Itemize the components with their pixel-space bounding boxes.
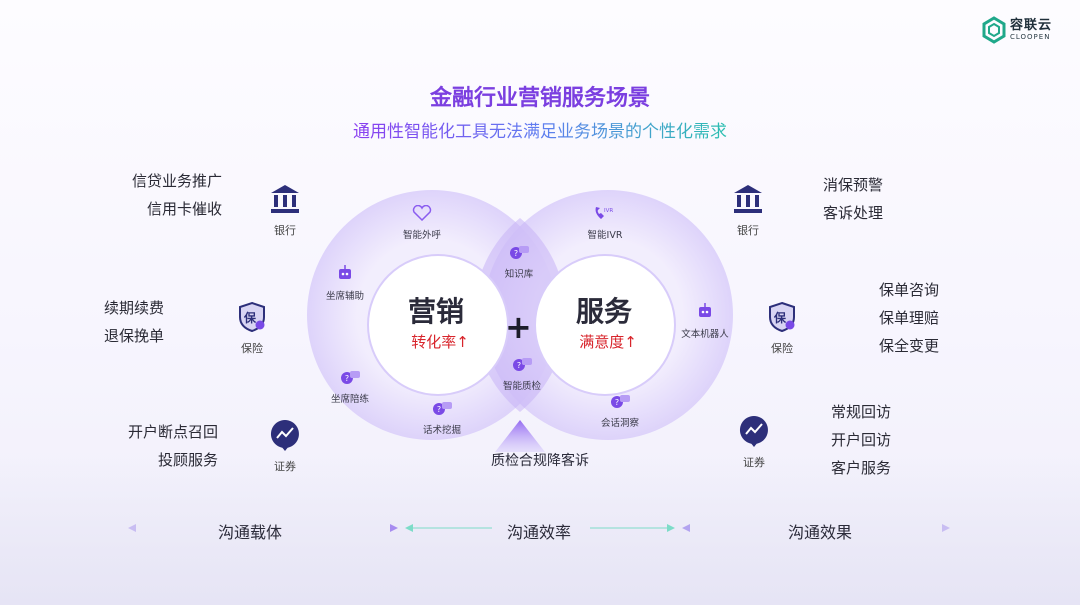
- tool-agent-training: ? 坐席陪练: [305, 369, 395, 405]
- axis-label-carrier: 沟通载体: [217, 523, 282, 542]
- plus-sign: +: [505, 308, 532, 346]
- tool-knowledge-base: ? 知识库: [474, 244, 564, 280]
- qa-compliance-label: 质检合规降客诉: [491, 453, 589, 469]
- left-securities-group: 证券: [255, 418, 315, 474]
- right-securities-items: 常规回访开户回访客户服务: [831, 403, 892, 477]
- background-skyline: [0, 455, 1080, 605]
- insurance-tag-text: 保: [773, 310, 787, 325]
- chat-question-icon: ?: [611, 395, 630, 408]
- service-title: 服务: [575, 295, 632, 328]
- phone-ivr-icon: IVR: [595, 207, 613, 219]
- bank-icon: [734, 185, 762, 213]
- tool-conversation-insight: ? 会话洞察: [575, 393, 665, 429]
- axis-label-efficiency: 沟通效率: [506, 523, 571, 542]
- bottom-axis: [128, 524, 950, 532]
- page-subtitle: 通用性智能化工具无法满足业务场景的个性化需求: [353, 122, 727, 142]
- heart-ai-icon: [412, 204, 432, 222]
- axis-segment-efficiency: [405, 524, 675, 532]
- svg-text:?: ?: [437, 405, 441, 414]
- right-bank-group: 银行: [718, 182, 778, 238]
- insurance-shield-icon: 保: [239, 301, 265, 333]
- tool-agent-assist: 坐席辅助: [300, 264, 390, 302]
- marketing-inner-circle: [367, 254, 509, 396]
- marketing-title: 营销: [407, 295, 464, 328]
- bottom-triangle: [495, 420, 545, 452]
- right-bank-items: 消保预警客诉处理: [823, 176, 884, 222]
- securities-chart-icon: [270, 420, 299, 451]
- chat-question-icon: ?: [510, 246, 529, 259]
- tool-smart-outbound: 智能外呼: [377, 204, 467, 241]
- robot-icon: [339, 265, 351, 279]
- left-insurance-items: 续期续费退保挽单: [104, 299, 165, 345]
- brand-name-cn: 容联云: [1010, 18, 1053, 33]
- tool-text-robot: 文本机器人: [660, 302, 750, 340]
- right-insurance-group: 保 保险: [752, 300, 812, 356]
- service-metric: 满意度↑: [579, 333, 637, 351]
- right-securities-group: 证券: [724, 414, 784, 470]
- svg-text:?: ?: [517, 361, 521, 370]
- svg-text:?: ?: [514, 249, 518, 258]
- tool-smart-ivr: IVR 智能IVR: [560, 205, 650, 241]
- left-securities-items: 开户断点召回投顾服务: [127, 423, 218, 469]
- left-bank-group: 银行: [255, 182, 315, 238]
- right-insurance-items: 保单咨询保单理赔保全变更: [879, 281, 940, 355]
- svg-text:?: ?: [615, 398, 619, 407]
- tool-smart-qa: ? 智能质检: [477, 356, 567, 392]
- axis-segment-carrier: [128, 524, 398, 532]
- marketing-metric: 转化率↑: [411, 333, 469, 351]
- venn-diagram: [307, 190, 733, 452]
- page-title: 金融行业营销服务场景: [429, 86, 650, 111]
- chat-question-icon: ?: [341, 371, 360, 384]
- svg-text:?: ?: [345, 374, 349, 383]
- axis-segment-effect: [682, 524, 950, 532]
- chat-question-icon: ?: [513, 358, 532, 371]
- left-bank-items: 信贷业务推广信用卡催收: [131, 172, 222, 218]
- brand-logo: 容联云 CLOOPEN: [982, 16, 1052, 44]
- service-inner-circle: [534, 254, 676, 396]
- axis-label-effect: 沟通效果: [787, 523, 852, 542]
- securities-chart-icon: [739, 416, 768, 447]
- brand-name-en: CLOOPEN: [1010, 33, 1051, 41]
- bank-icon: [271, 185, 299, 213]
- insurance-shield-icon: 保: [769, 301, 795, 333]
- ivr-tag-text: IVR: [604, 208, 613, 214]
- tool-script-mining: ? 话术挖掘: [397, 400, 487, 436]
- cloopen-logo-icon: [982, 16, 1006, 44]
- chat-question-icon: ?: [433, 402, 452, 415]
- left-insurance-group: 保 保险: [222, 300, 282, 356]
- robot-icon: [699, 303, 711, 317]
- insurance-tag-text: 保: [243, 310, 257, 325]
